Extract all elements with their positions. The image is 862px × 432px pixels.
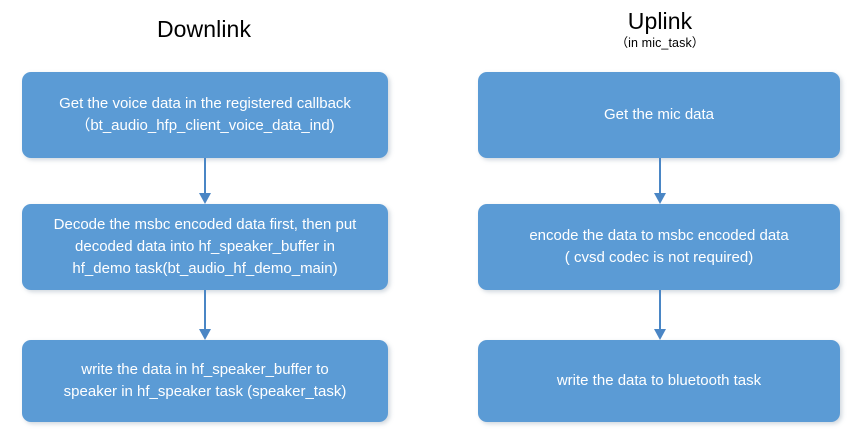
uplink-node-get-mic-data[interactable]: Get the mic data (478, 72, 840, 158)
uplink-node-encode-msbc[interactable]: encode the data to msbc encoded data ( c… (478, 204, 840, 290)
arrow-stem (659, 158, 661, 193)
arrow-head-icon (654, 329, 666, 340)
arrow-head-icon (654, 193, 666, 204)
downlink-node-write-speaker[interactable]: write the data in hf_speaker_buffer to s… (22, 340, 388, 422)
arrow-head-icon (199, 329, 211, 340)
arrow-head-icon (199, 193, 211, 204)
downlink-column-title: Downlink (104, 16, 304, 43)
downlink-node-get-voice-data[interactable]: Get the voice data in the registered cal… (22, 72, 388, 158)
arrow-stem (204, 158, 206, 193)
downlink-title-main: Downlink (156, 16, 252, 42)
uplink-arrow-1 (652, 158, 668, 204)
arrow-stem (659, 290, 661, 329)
downlink-arrow-2 (197, 290, 213, 340)
uplink-node-write-bluetooth[interactable]: write the data to bluetooth task (478, 340, 840, 422)
downlink-node-decode-msbc[interactable]: Decode the msbc encoded data first, then… (22, 204, 388, 290)
uplink-title-subtitle: （in mic_task） (615, 36, 705, 50)
downlink-arrow-1 (197, 158, 213, 204)
uplink-arrow-2 (652, 290, 668, 340)
uplink-title-main: Uplink (627, 8, 693, 34)
arrow-stem (204, 290, 206, 329)
uplink-column-title: Uplink （in mic_task） (560, 8, 760, 51)
